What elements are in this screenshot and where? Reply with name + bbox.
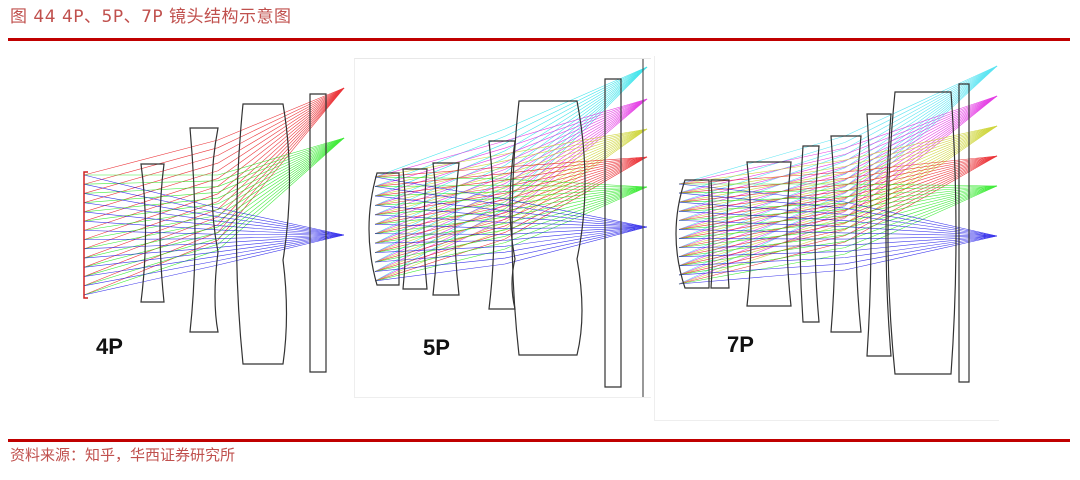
- lens-diagram-5p: 5P: [354, 58, 651, 398]
- lens-7p-drawing: [675, 65, 998, 383]
- lens-label-5p: 5P: [423, 335, 450, 360]
- lens-elements-5p: [368, 59, 644, 397]
- lens-diagram-4p: 4P: [78, 80, 350, 376]
- ray-bundle: [678, 183, 998, 285]
- lens-label-4p: 4P: [96, 334, 123, 359]
- lens-5p-drawing: [368, 59, 648, 397]
- ray-bundle: [374, 128, 648, 282]
- ray-bundles-7p: [678, 65, 998, 285]
- ray-bundle: [374, 176, 648, 282]
- ray-bundle: [678, 155, 998, 285]
- lens-label-7p: 7P: [727, 332, 754, 357]
- lens-elements-7p: [675, 83, 970, 383]
- ray-bundle: [374, 176, 648, 282]
- figure-title: 图 44 4P、5P、7P 镜头结构示意图: [10, 7, 292, 27]
- lens-diagram-7p: 7P: [654, 56, 999, 421]
- ray-bundle: [83, 137, 345, 296]
- bottom-divider: [8, 439, 1070, 442]
- ray-bundle: [374, 66, 648, 282]
- ray-bundles-4p: [83, 87, 345, 296]
- ray-bundles-5p: [374, 66, 648, 282]
- top-divider: [8, 38, 1070, 41]
- ray-bundle: [678, 183, 998, 285]
- lens-elements-4p: [83, 93, 327, 373]
- ray-bundle: [83, 87, 345, 296]
- source-note: 资料来源：知乎，华西证券研究所: [10, 446, 236, 464]
- lens-4p-drawing: [83, 87, 345, 373]
